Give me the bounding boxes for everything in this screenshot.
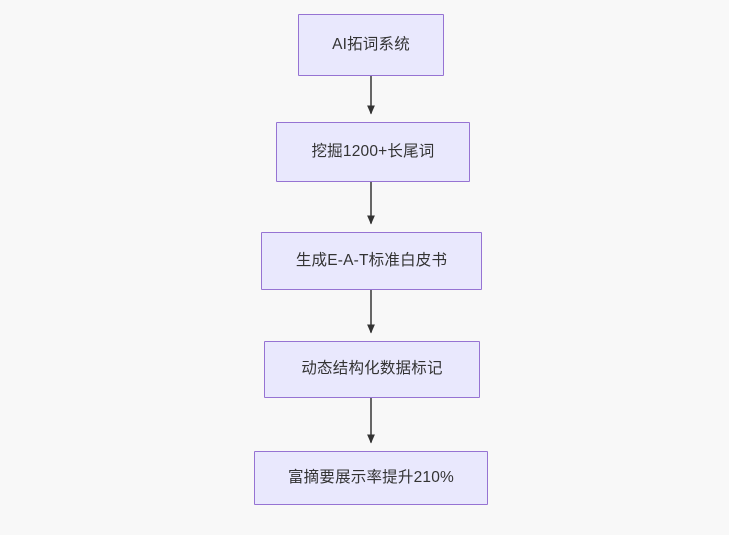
- flow-node-label: 生成E-A-T标准白皮书: [295, 251, 448, 269]
- flow-node-label: 挖掘1200+长尾词: [311, 142, 435, 160]
- flow-node-label: 富摘要展示率提升210%: [287, 468, 455, 486]
- flow-node-rich-snippet-impression-uplift[interactable]: 富摘要展示率提升210%: [254, 451, 488, 505]
- flow-node-dynamic-structured-data-markup[interactable]: 动态结构化数据标记: [264, 341, 480, 398]
- flow-node-generate-eat-whitepaper[interactable]: 生成E-A-T标准白皮书: [261, 232, 482, 290]
- flow-node-label: 动态结构化数据标记: [301, 360, 443, 378]
- flow-node-mine-longtail-keywords[interactable]: 挖掘1200+长尾词: [276, 122, 470, 182]
- flow-node-ai-keyword-system[interactable]: AI拓词系统: [298, 14, 444, 76]
- flow-node-label: AI拓词系统: [332, 35, 410, 53]
